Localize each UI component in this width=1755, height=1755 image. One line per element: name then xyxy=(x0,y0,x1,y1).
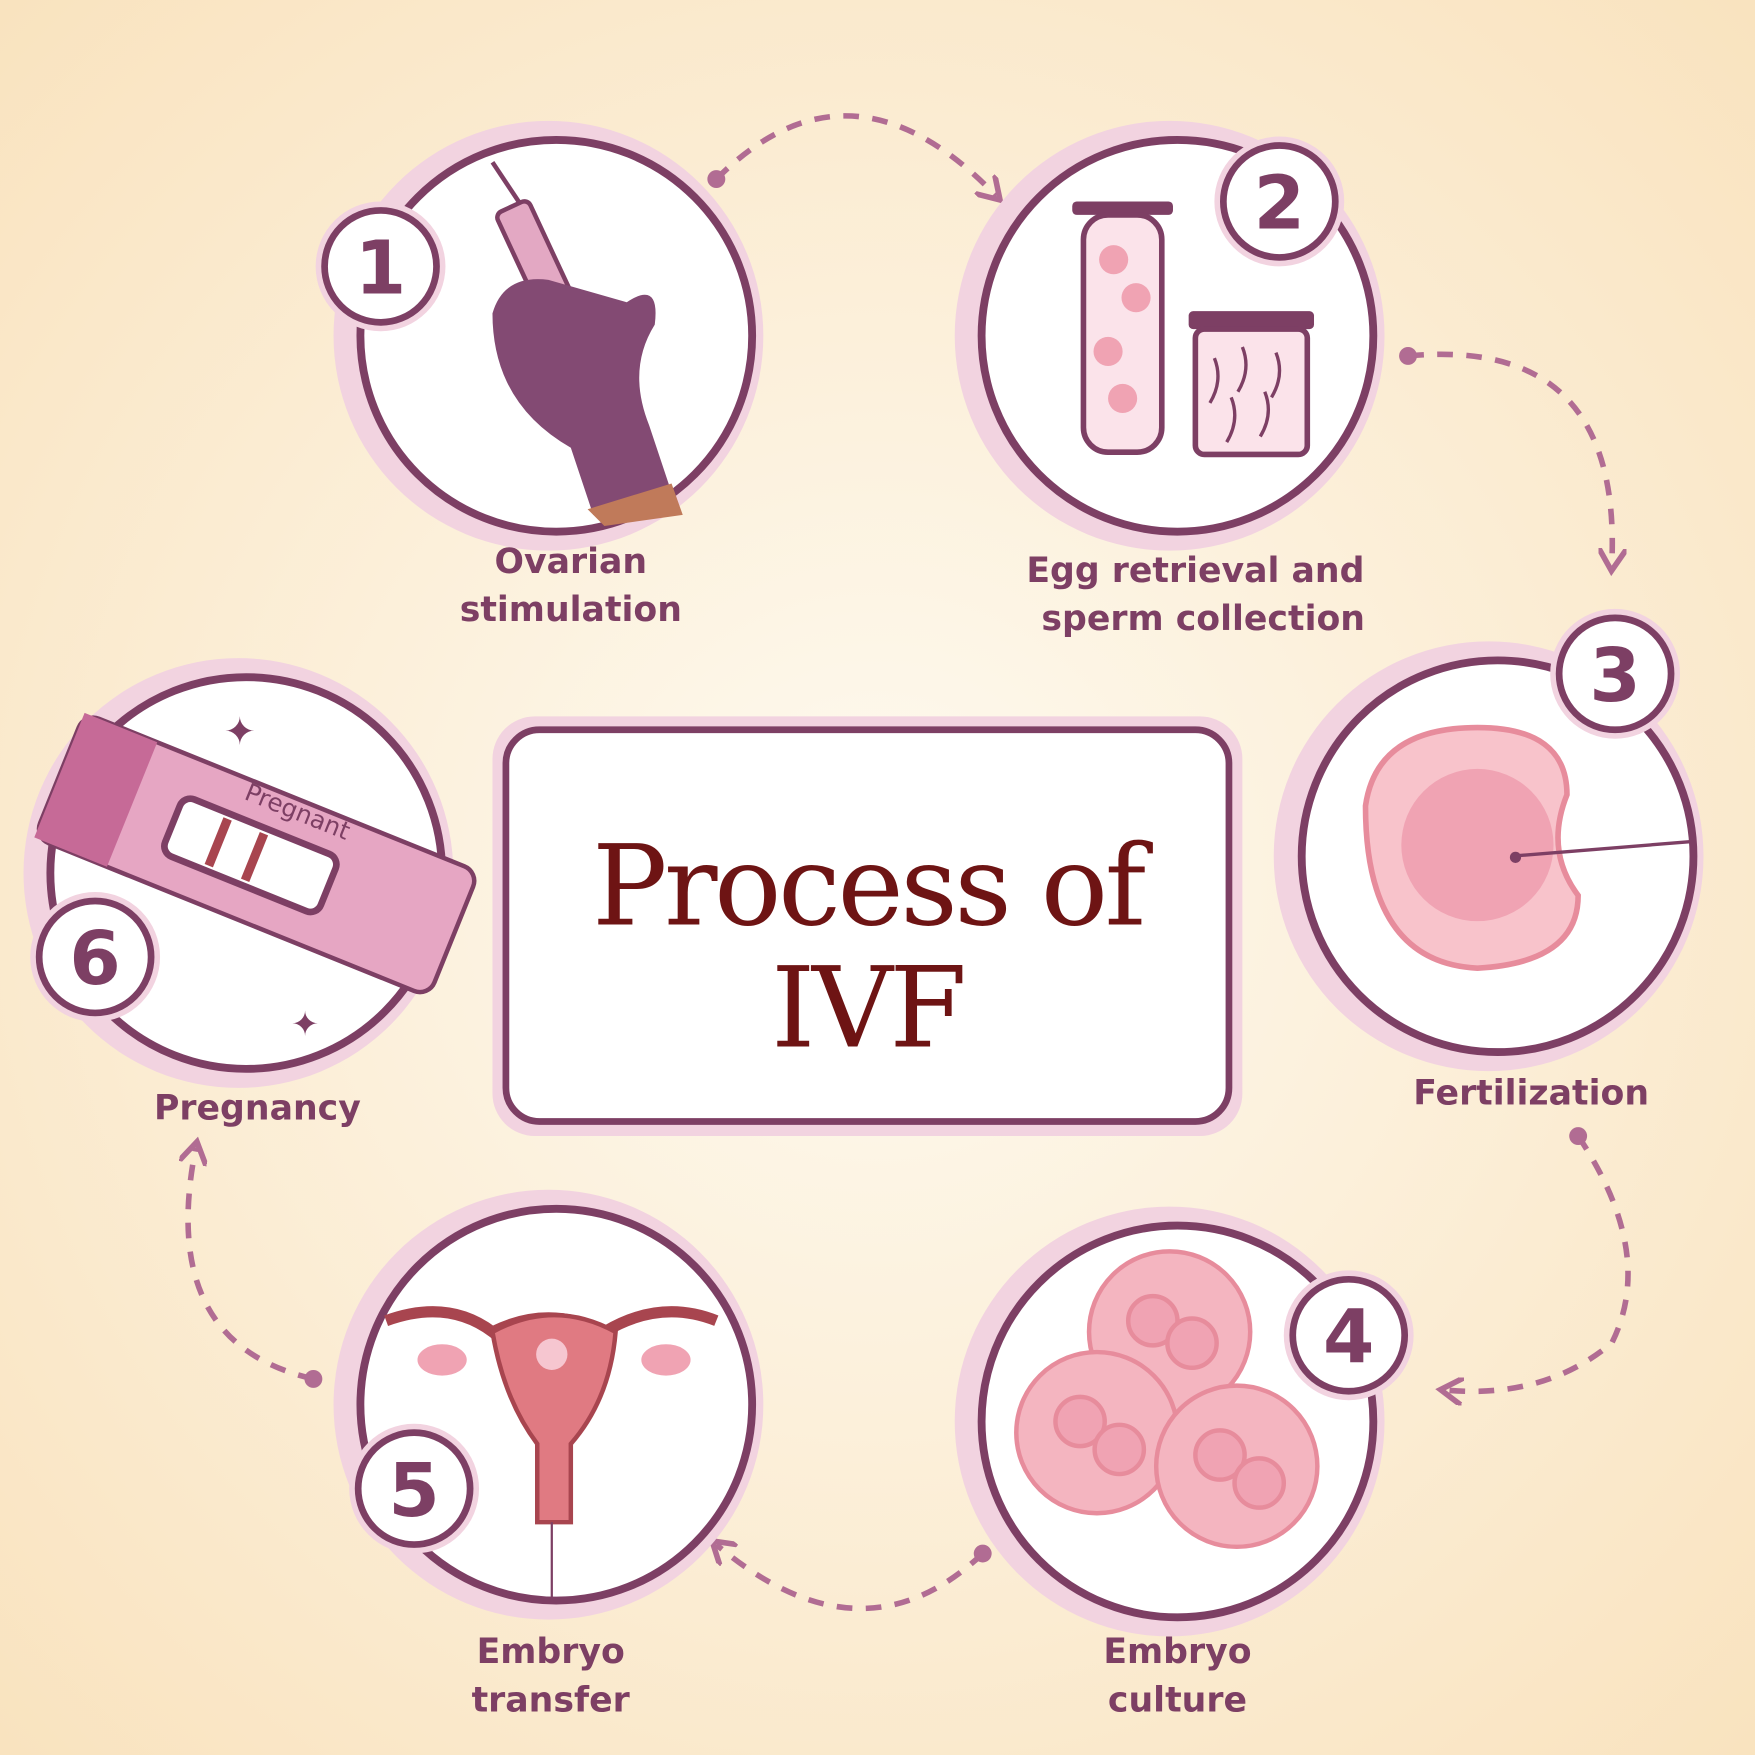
step-5-embryo-transfer: 5 Embryo transfer xyxy=(333,1189,764,1720)
arrow-5-to-6 xyxy=(188,1147,315,1382)
egg-injection-icon xyxy=(1362,724,1691,971)
test-tubes-icon xyxy=(1072,201,1315,458)
step-4-label-line-2: culture xyxy=(1108,1680,1247,1720)
step-2-egg-retrieval: 2 Egg retrieval and sperm collection xyxy=(954,120,1385,639)
title-line-2: IVF xyxy=(771,944,964,1074)
step-6-label-line-1: Pregnancy xyxy=(154,1088,361,1128)
step-2-number: 2 xyxy=(1254,161,1305,247)
embryos-icon xyxy=(1014,1249,1320,1550)
step-1-number: 1 xyxy=(355,226,406,312)
step-2-badge xyxy=(1219,142,1339,261)
title-line-1: Process of xyxy=(592,822,1154,952)
step-2-label-line-1: Egg retrieval and xyxy=(1026,551,1364,591)
step-1-label-line-2: stimulation xyxy=(460,590,682,630)
sparkle-icon: ✦ xyxy=(291,1004,319,1043)
step-1-label-line-1: Ovarian xyxy=(495,542,648,582)
step-1-ovarian-stimulation: 1 Ovarian stimulation xyxy=(315,120,764,630)
step-5-label-line-2: transfer xyxy=(472,1680,630,1720)
pregnancy-test-icon: Pregnant xyxy=(34,712,477,995)
step-6-number: 6 xyxy=(69,916,120,1002)
step-3-number: 3 xyxy=(1589,633,1640,719)
gloved-hand-syringe-icon xyxy=(490,161,683,527)
step-6-pregnancy: Pregnant ✦ ✦ 6 Pregnancy xyxy=(23,658,477,1128)
arrow-3-to-4 xyxy=(1446,1134,1631,1391)
step-3-badge xyxy=(1555,614,1675,734)
step-4-badge xyxy=(1289,1275,1409,1395)
arrow-1-to-2 xyxy=(714,113,996,196)
step-6-badge xyxy=(35,897,155,1017)
step-5-label-line-1: Embryo xyxy=(477,1632,625,1672)
uterus-icon xyxy=(384,1306,719,1601)
step-4-label-line-1: Embryo xyxy=(1103,1632,1251,1672)
step-4-embryo-culture: 4 Embryo culture xyxy=(954,1206,1414,1720)
sparkle-icon: ✦ xyxy=(224,709,256,753)
step-5-badge xyxy=(354,1429,474,1548)
step-5-number: 5 xyxy=(388,1448,439,1534)
step-2-label-line-2: sperm collection xyxy=(1041,599,1365,639)
step-3-label-line-1: Fertilization xyxy=(1413,1074,1649,1114)
arrow-4-to-5 xyxy=(716,1545,985,1612)
step-1-badge xyxy=(321,207,440,326)
flow-arrows xyxy=(188,113,1631,1612)
step-4-number: 4 xyxy=(1323,1295,1374,1381)
step-3-fertilization: 3 Fertilization xyxy=(1273,608,1704,1114)
title-box: Process of IVF xyxy=(492,716,1243,1137)
